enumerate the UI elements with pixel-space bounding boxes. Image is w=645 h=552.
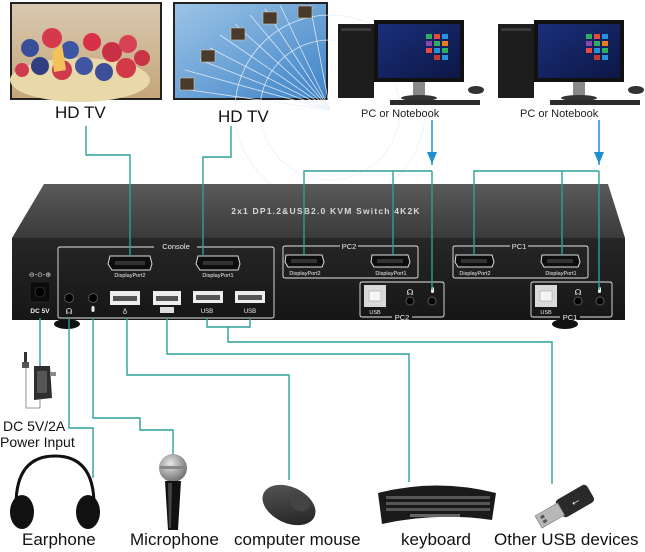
pc1-mic-jack (595, 296, 605, 306)
device-title: 2x1 DP1.2&USB2.0 KVM Switch 4K2K (231, 206, 421, 216)
earphone-label: Earphone (22, 530, 96, 549)
pc1-dp1-label: DisplayPort1 (545, 271, 576, 277)
keyboard-port-icon (160, 307, 174, 313)
microphone-jack (88, 293, 98, 303)
power-polarity-symbol: ⊖-⊙-⊕ (29, 272, 51, 279)
console-dp2-label: DisplayPort2 (114, 273, 145, 279)
headphones-icon (10, 454, 100, 529)
pc1-displayport-2 (454, 254, 495, 268)
pc2-sub-label: PC2 (395, 313, 410, 322)
pc2-headphone-icon: ☊ (406, 288, 413, 297)
console-usb-port-1 (193, 291, 223, 303)
line-earphone (68, 318, 94, 478)
pc2-displayport-2 (284, 254, 325, 268)
console-usb-keyboard-port (153, 291, 181, 305)
line-pc2-dp2 (303, 170, 432, 255)
hd-tv-2 (173, 2, 426, 206)
usb-drive-icon: ⭠ (534, 484, 595, 529)
kvm-switch-device: 2x1 DP1.2&USB2.0 KVM Switch 4K2K ⊖-⊙-⊕ D… (12, 184, 625, 329)
microphone-icon (159, 454, 187, 530)
pc2-audio-jack (405, 296, 415, 306)
pc1-displayport-1 (540, 254, 581, 268)
mouse-port-icon: ♁ (122, 308, 127, 316)
pc1-audio-jack (573, 296, 583, 306)
hd-tv-2-label: HD TV (218, 107, 269, 126)
console-displayport-1 (195, 255, 241, 271)
keyboard-label: keyboard (401, 530, 471, 549)
computer-mouse-label: computer mouse (234, 530, 361, 549)
console-usb-label-2: USB (244, 309, 256, 315)
pc-2-icon (338, 20, 484, 105)
console-usb-port-2 (235, 291, 265, 303)
pc2-usb-b-port (364, 285, 386, 307)
line-keyboard (166, 318, 410, 482)
hd-tv-1 (10, 2, 162, 102)
pc1-label: PC1 (512, 242, 527, 251)
line-other-usb (227, 327, 553, 484)
pc2-dp1-label: DisplayPort1 (375, 271, 406, 277)
line-microphone (92, 318, 174, 455)
device-top (12, 184, 625, 238)
pc1-usb-b-port (535, 285, 557, 307)
console-label: Console (162, 242, 190, 251)
pc-arrows (427, 120, 604, 165)
line-pc1-dp2 (473, 170, 599, 255)
hd-tv-1-label: HD TV (55, 103, 106, 122)
headphone-icon: ☊ (65, 307, 72, 316)
line-tv1-to-dp2 (85, 126, 131, 256)
mouse-icon (262, 484, 316, 526)
pc2-dp2-label: DisplayPort2 (289, 271, 320, 277)
pc-1-label: PC or Notebook (520, 108, 599, 120)
console-dp1-label: DisplayPort1 (202, 273, 233, 279)
connection-lines (39, 126, 600, 484)
line-mouse (126, 318, 290, 480)
other-usb-devices-label: Other USB devices (494, 530, 639, 549)
line-tv2-to-dp1 (202, 126, 232, 256)
pc1-sub-label: PC1 (563, 313, 578, 322)
earphone-jack (64, 293, 74, 303)
power-input-line2: Power Input (0, 434, 75, 450)
keyboard-icon (378, 485, 496, 524)
pc2-usb-label: USB (369, 310, 381, 316)
console-usb-mouse-port (110, 291, 140, 305)
power-input-line1: DC 5V/2A (3, 418, 66, 434)
mic-icon (91, 306, 95, 312)
device-front-panel (12, 238, 625, 320)
pc2-displayport-1 (370, 254, 411, 268)
pc2-mic-jack (427, 296, 437, 306)
power-adapter-icon (22, 352, 56, 409)
dc-label: DC 5V (30, 308, 50, 315)
microphone-label: Microphone (130, 530, 219, 549)
pc1-dp2-label: DisplayPort2 (459, 271, 490, 277)
pc-2-label: PC or Notebook (361, 108, 440, 120)
arrow-down-icon (594, 152, 604, 164)
pc2-label: PC2 (342, 242, 357, 251)
console-displayport-2 (107, 255, 153, 271)
console-usb-label-1: USB (201, 309, 213, 315)
pc1-headphone-icon: ☊ (574, 288, 581, 297)
pc-1-icon (498, 20, 644, 105)
pc1-usb-label: USB (540, 310, 552, 316)
arrow-down-icon (427, 152, 437, 164)
